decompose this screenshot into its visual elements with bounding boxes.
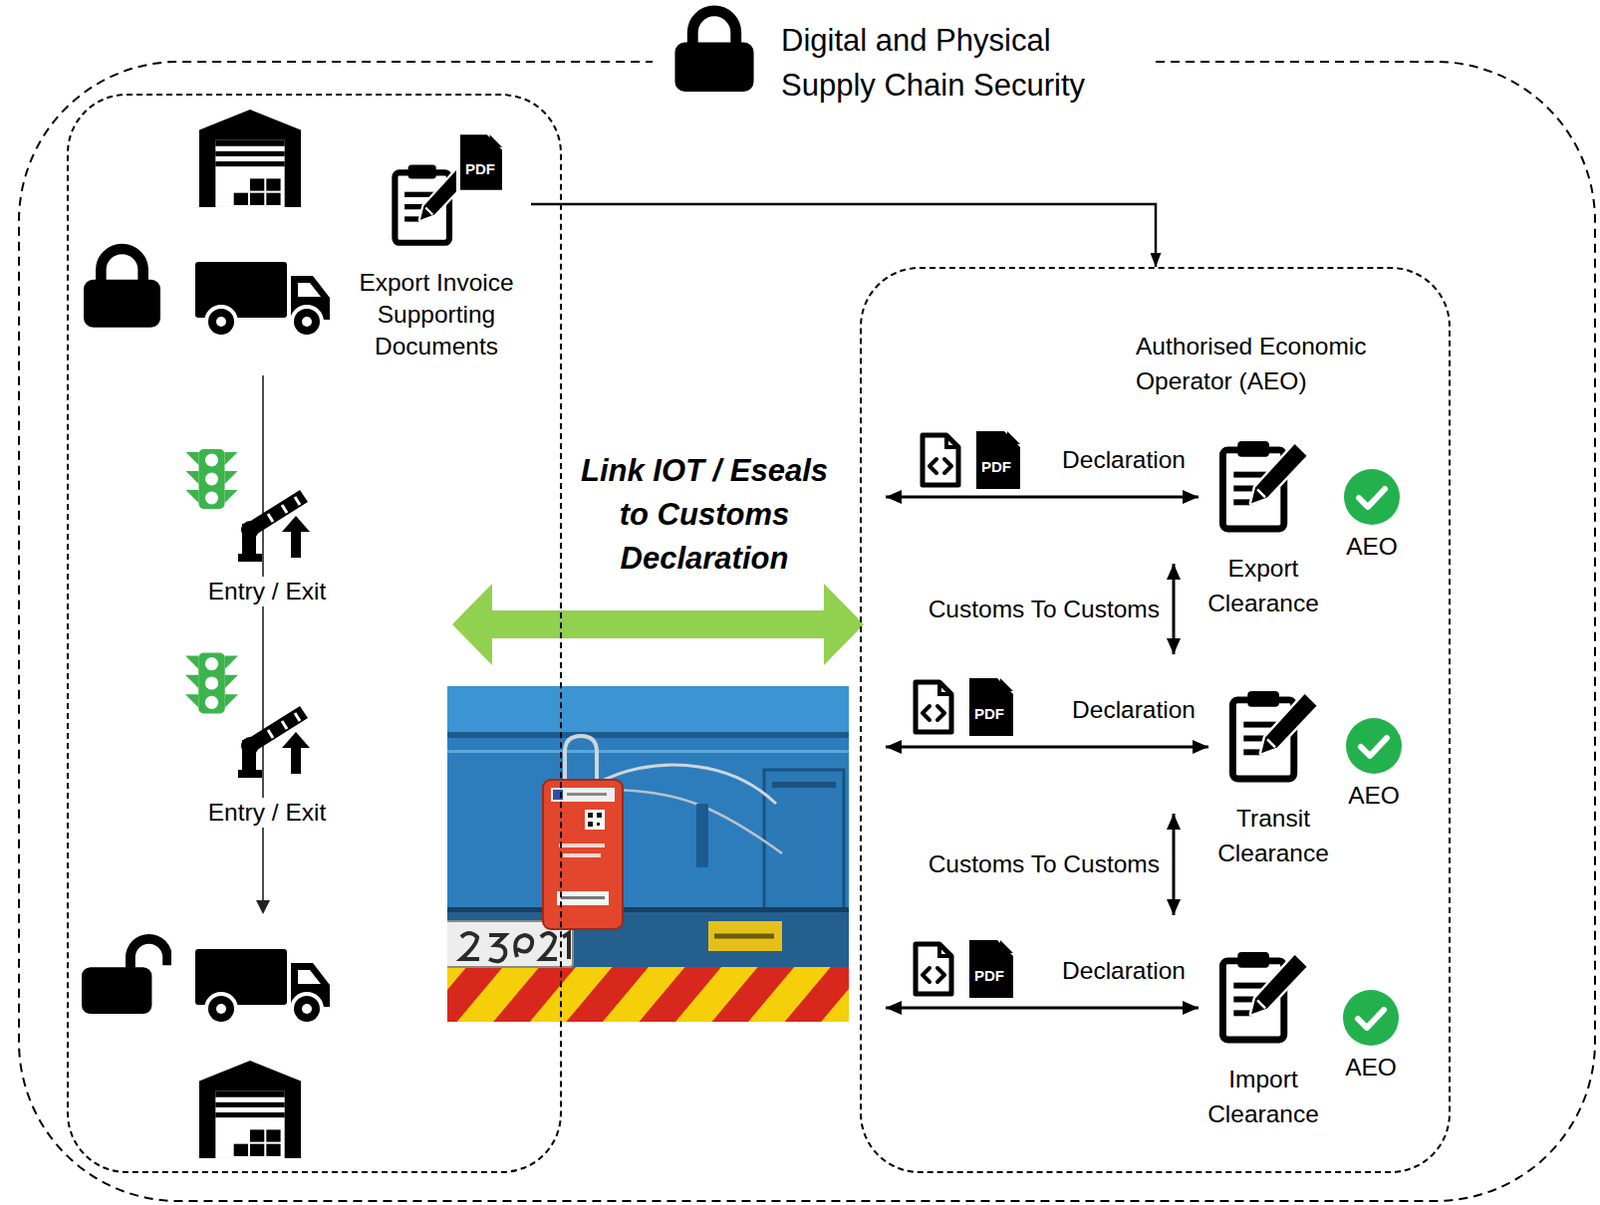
region-outline [18,61,1596,1202]
truck-icon [195,262,330,339]
icon-part [764,770,844,916]
icon-part [556,891,609,906]
eseal-photo [447,686,849,1023]
pdf-icon [976,431,1021,490]
icon-part [708,921,783,952]
check-badge [1343,469,1400,526]
connector-arrow [1172,813,1176,916]
flow-arrowhead [256,900,270,915]
clearance-caption: Import Clearance [1198,1062,1329,1132]
icon-part [772,782,836,789]
icon-part [560,896,605,900]
icon-part [447,732,849,739]
pdf-icon [969,940,1014,999]
icon-part [461,933,569,962]
file-type-badge: PDF [981,458,1012,477]
lock-icon [674,10,754,92]
aeo-badge-label: AEO [1345,532,1398,561]
xml-file-icon [922,435,959,486]
icon-part [558,843,605,848]
gate-label: Entry / Exit [204,576,330,607]
unlock-icon [81,939,168,1015]
clipboard-icon [1222,952,1307,1041]
zone-heading: Authorised Economic Operator (AEO) [1135,328,1420,399]
barrier-gate-icon [238,706,310,779]
icon-part [696,803,709,868]
icon-part [562,853,601,858]
warehouse-icon [199,1061,301,1159]
connector-arrow [885,1007,1199,1011]
icon-part [714,934,775,940]
gate-label: Entry / Exit [204,798,330,828]
icon-part [447,907,849,913]
connector-arrow [531,204,1156,267]
aeo-badge-label: AEO [1344,1053,1397,1082]
connector-arrow [885,746,1209,750]
icon-part [606,790,783,854]
icon-part [564,736,597,783]
barrier-gate-icon [238,490,310,562]
clearance-caption: Transit Clearance [1208,800,1338,871]
clearance-caption: Export Clearance [1198,550,1329,621]
lock-icon [83,249,161,328]
document-caption: Export Invoice Supporting Documents [341,266,532,363]
physical-flow-zone: Entry / ExitEntry / ExitExport Invoice S… [66,93,562,1174]
icon-part [587,812,602,827]
icon-part [447,686,849,1023]
file-type-badge: PDF [974,967,1005,986]
icon-part [542,780,623,930]
icon-part [447,686,849,733]
xml-file-icon [915,944,952,995]
edge-label: Declaration [1062,956,1186,987]
file-type-badge: PDF [974,705,1005,724]
icon-part [447,750,849,754]
clearance-node: Export Clearance [1198,438,1329,621]
region-heading: Digital and Physical Supply Chain Securi… [781,17,1120,108]
region-boundary: Digital and Physical Supply Chain Securi… [17,60,1597,1203]
truck-icon [195,949,330,1027]
clearance-node: Import Clearance [1198,949,1329,1132]
connector-arrow [885,496,1199,500]
edge-label: Declaration [1062,445,1186,476]
icon-part [584,809,605,830]
check-badge [1342,990,1399,1047]
edge-label: Declaration [1071,695,1196,726]
link-label: Link IOT / Eseals to Customs Declaration [569,449,839,581]
xml-file-icon [915,682,952,733]
region-outline [17,60,1597,1203]
traffic-light-icon [186,449,239,510]
clipboard-icon [1222,441,1307,530]
file-type-badge: PDF [465,160,496,179]
warehouse-icon [199,109,301,208]
pdf-icon [460,134,503,190]
traffic-light-icon [185,652,239,714]
clearance-node: Transit Clearance [1208,688,1338,871]
connector-arrow [1172,563,1176,655]
check-badge [1345,718,1402,775]
edge-label: Customs To Customs [928,594,1160,625]
document-node: Export Invoice Supporting Documents [341,132,532,363]
edge-label: Customs To Customs [928,849,1160,880]
icon-part [566,793,607,797]
icon-part [447,967,849,1023]
pdf-icon [969,678,1014,737]
clipboard-icon [1232,691,1317,780]
link-arrow [452,583,864,666]
icon-backing [456,129,507,196]
aeo-badge-label: AEO [1347,781,1400,810]
